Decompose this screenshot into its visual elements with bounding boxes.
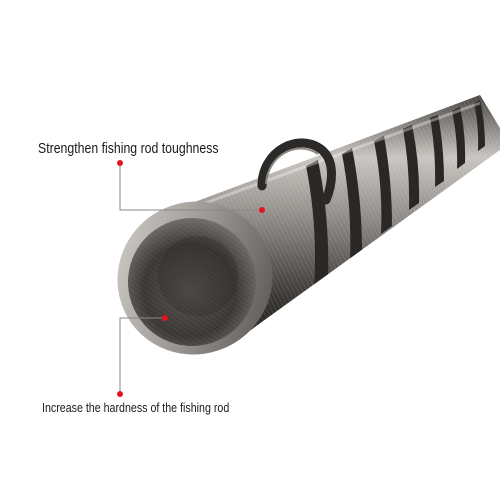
callout-bottom-leader <box>119 317 165 392</box>
rod-opening <box>117 201 273 355</box>
callout-top <box>117 160 265 213</box>
callout-top-leader <box>119 165 262 211</box>
callout-bottom-text: Increase the hardness of the fishing rod <box>42 400 230 415</box>
rod-band-loop <box>257 138 336 205</box>
spiral-bands <box>306 100 485 290</box>
callout-top-dot <box>117 160 123 166</box>
callout-bottom <box>117 315 168 397</box>
callout-bottom-target-dot <box>162 315 168 321</box>
callout-bottom-dot <box>117 391 123 397</box>
callout-top-target-dot <box>259 207 265 213</box>
callout-top-text: Strengthen fishing rod toughness <box>38 140 219 157</box>
